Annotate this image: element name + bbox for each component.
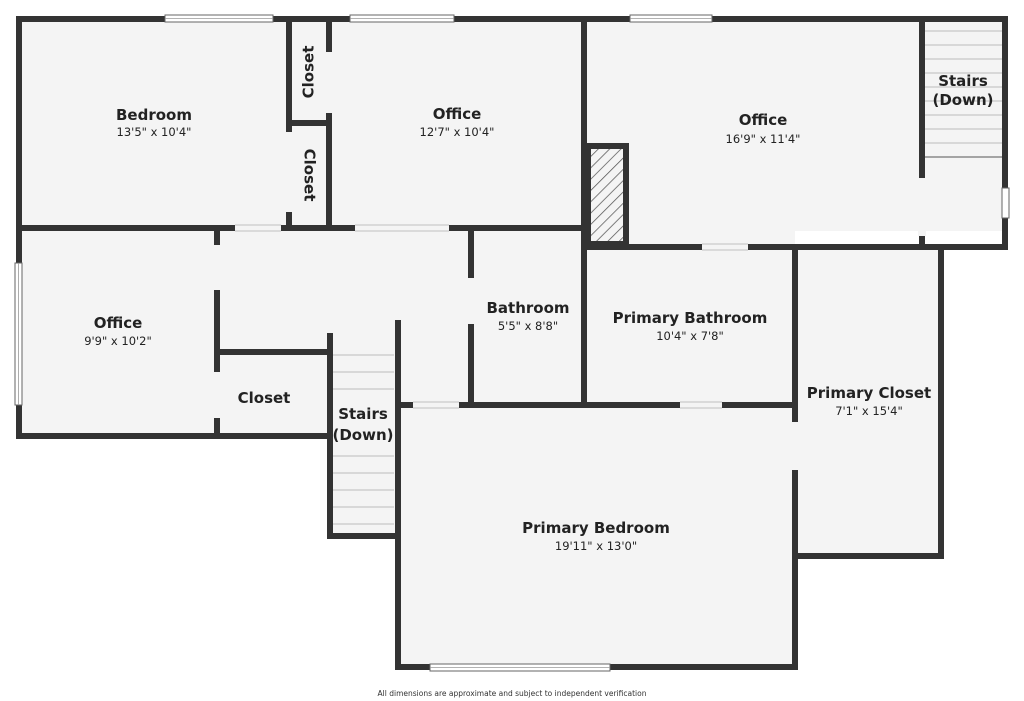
room-name-office-right: Office (739, 111, 788, 129)
floor-areas (19, 19, 1006, 667)
room-name-closet-mid: Closet (301, 149, 319, 202)
room-name-bathroom: Bathroom (486, 299, 569, 317)
room-dims-office-right: 16'9" x 11'4" (726, 132, 801, 146)
utility-chase (585, 143, 629, 247)
room-dims-bathroom: 5'5" x 8'8" (498, 319, 558, 333)
door-jambs (235, 224, 748, 409)
room-name-primary-bathroom: Primary Bathroom (613, 309, 768, 327)
room-dims-office-center: 12'7" x 10'4" (420, 125, 495, 139)
stairs-right-treads (925, 30, 1002, 158)
room-dims-bedroom: 13'5" x 10'4" (117, 125, 192, 139)
room-name-closet-top: Closet (300, 46, 318, 99)
stairs-center-label-line2: (Down) (332, 426, 393, 444)
window-centerlines (18, 18, 712, 668)
room-dims-primary-bathroom: 10'4" x 7'8" (656, 329, 724, 343)
room-name-closet-lower: Closet (238, 389, 291, 407)
stairs-right-label-line2: (Down) (932, 91, 993, 109)
room-name-primary-closet: Primary Closet (807, 384, 931, 402)
room-labels: Bedroom 13'5" x 10'4" Closet Closet Offi… (84, 46, 993, 698)
room-name-primary-bedroom: Primary Bedroom (522, 519, 670, 537)
dimensions-disclaimer: All dimensions are approximate and subje… (378, 689, 647, 698)
room-name-office-left: Office (94, 314, 143, 332)
room-dims-primary-closet: 7'1" x 15'4" (835, 404, 903, 418)
room-dims-office-left: 9'9" x 10'2" (84, 334, 152, 348)
room-name-office-center: Office (433, 105, 482, 123)
stairs-center-treads (332, 354, 394, 525)
door-openings (213, 52, 926, 470)
stairs-center-label-line1: Stairs (338, 405, 388, 423)
room-name-bedroom: Bedroom (116, 106, 192, 124)
stairs-right-label-line1: Stairs (938, 72, 988, 90)
room-dims-primary-bedroom: 19'11" x 13'0" (555, 539, 637, 553)
